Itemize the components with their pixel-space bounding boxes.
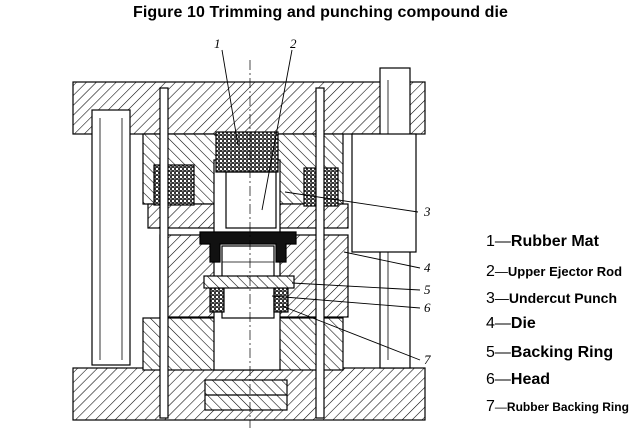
legend-label: Backing Ring: [510, 344, 614, 361]
legend-label: Head: [510, 371, 551, 388]
lower-die-plate: [72, 367, 426, 421]
legend-item-backing-ring: 5 — Backing Ring: [486, 344, 614, 361]
lower-rubber-right: [273, 287, 289, 313]
left-bolt: [159, 87, 169, 419]
legend-number: 2: [486, 263, 495, 280]
leader-6: [271, 295, 421, 309]
callout-1: 1: [214, 36, 221, 51]
left-guide-post: [91, 109, 131, 366]
legend-item-head: 6 — Head: [486, 371, 551, 388]
legend-number: 4: [486, 315, 495, 332]
legend-number: 5: [486, 344, 495, 361]
leader-4: [343, 251, 421, 269]
right-guide-bush: [351, 133, 417, 253]
callout-3: 3: [423, 204, 431, 219]
legend-number: 3: [486, 290, 495, 307]
legend-item-die: 4 — Die: [486, 315, 536, 332]
legend-label: Die: [510, 315, 536, 332]
legend-label: Upper Ejector Rod: [507, 264, 623, 279]
leader-1: [221, 49, 239, 146]
legend-label: Undercut Punch: [508, 290, 618, 306]
upper-die-plate: [72, 81, 426, 135]
leader-3: [284, 191, 419, 213]
legend-item-rubber-mat: 1 — Rubber Mat: [486, 233, 599, 250]
leader-2: [261, 49, 293, 211]
legend-item-undercut-punch: 3 — Undercut Punch: [486, 290, 618, 307]
callout-7: 7: [424, 352, 431, 367]
callout-5: 5: [424, 282, 431, 297]
legend-number: 7: [486, 398, 495, 415]
figure-title: Figure 10 Trimming and punching compound…: [132, 4, 509, 21]
backing-ring: [203, 275, 295, 289]
callout-2: 2: [290, 36, 297, 51]
legend-label: Rubber Mat: [510, 233, 599, 250]
legend-label: Rubber Backing Ring: [506, 400, 629, 414]
legend-number: 1: [486, 233, 495, 250]
lower-rubber-left: [209, 287, 225, 313]
right-bolt: [315, 87, 325, 419]
legend-item-rubber-backing-ring: 7 — Rubber Backing Ring: [486, 398, 629, 415]
workpiece-black: [199, 231, 297, 263]
rubber-mat: [215, 131, 279, 173]
legend-item-upper-ejector-rod: 2 — Upper Ejector Rod: [486, 263, 623, 280]
leader-7: [281, 305, 421, 361]
callout-6: 6: [424, 300, 431, 315]
callout-4: 4: [424, 260, 431, 275]
leader-5: [291, 282, 421, 291]
upper-ejector-rod: [225, 171, 277, 229]
legend-number: 6: [486, 371, 495, 388]
